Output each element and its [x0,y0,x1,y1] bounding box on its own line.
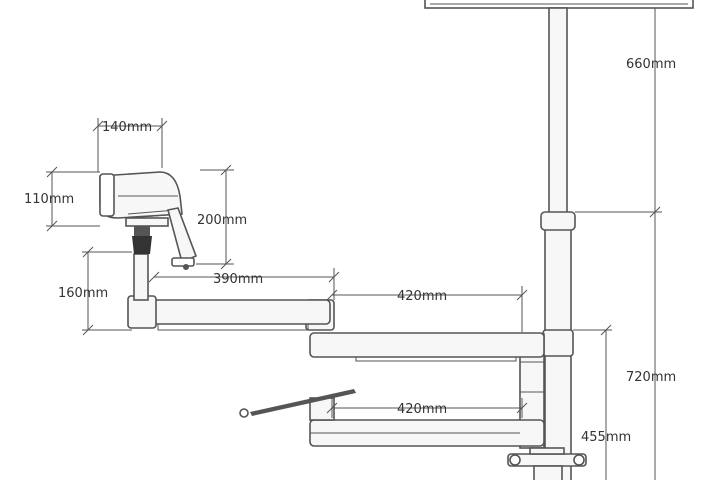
clamp-icon [507,447,587,480]
upper-arm [127,295,331,331]
camera-icon [99,171,198,270]
label-clamp-height: 455mm [581,430,631,445]
label-pole-upper-length: 660mm [626,57,676,72]
lower-arm [309,397,545,447]
label-arm-upper-length: 390mm [213,272,263,287]
vertical-pole [540,7,576,480]
label-pole-lower-length: 720mm [626,370,676,385]
camera-post [132,226,152,301]
tray-plate [239,389,356,418]
dimension-lines [46,8,662,480]
label-camera-mount-height: 200mm [197,213,247,228]
label-arm-middle-length: 420mm [397,289,447,304]
label-arm-lower-length: 420mm [397,402,447,417]
monitor-icon [424,0,694,9]
label-post-height: 160mm [58,286,108,301]
label-camera-width: 140mm [102,120,152,135]
middle-arm [305,299,545,362]
label-camera-height: 110mm [24,192,74,207]
